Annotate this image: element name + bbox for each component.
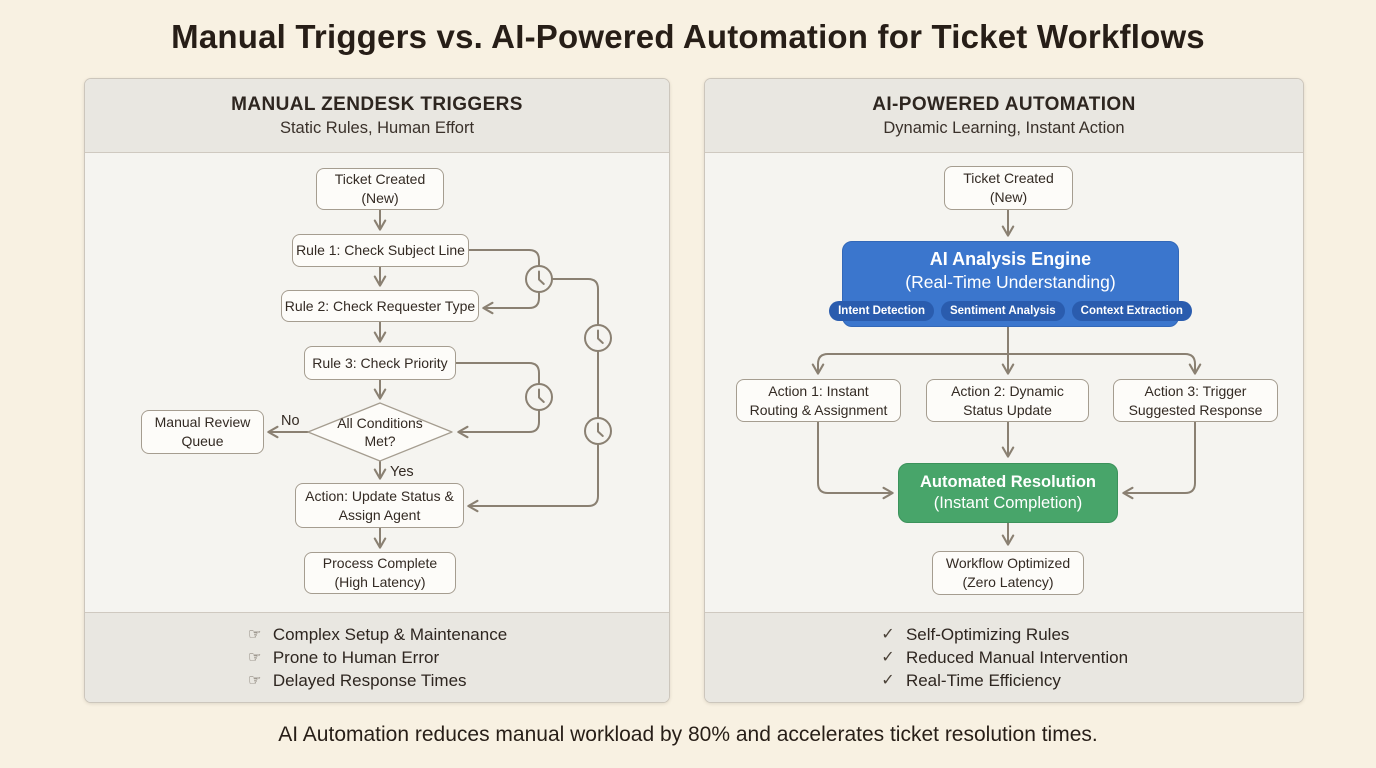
checkmark-icon: ✓ bbox=[881, 626, 895, 643]
manual-flowchart: Ticket Created (New) Rule 1: Check Subje… bbox=[85, 153, 669, 612]
connector-line bbox=[817, 421, 894, 500]
node-text: (Zero Latency) bbox=[962, 574, 1054, 590]
bottom-caption: AI Automation reduces manual workload by… bbox=[278, 723, 1098, 746]
node-automated-resolution: Automated Resolution (Instant Completion… bbox=[898, 463, 1118, 523]
node-action-update: Action: Update Status & Assign Agent bbox=[295, 483, 464, 528]
list-item: ☞ Complex Setup & Maintenance bbox=[247, 623, 507, 646]
manual-panel-subtitle: Static Rules, Human Effort bbox=[279, 118, 475, 137]
clock-icon bbox=[584, 417, 612, 445]
node-rule1: Rule 1: Check Subject Line bbox=[292, 234, 469, 267]
connector-line bbox=[457, 409, 540, 439]
ai-flowchart: Ticket Created (New) AI Analysis Engine … bbox=[705, 153, 1303, 612]
pointing-hand-icon: ☞ bbox=[248, 649, 262, 666]
manual-triggers-panel: MANUAL ZENDESK TRIGGERS Static Rules, Hu… bbox=[84, 78, 670, 703]
list-item-label: Prone to Human Error bbox=[272, 648, 440, 667]
checkmark-icon: ✓ bbox=[881, 649, 895, 666]
node-decision-text: All Conditions Met? bbox=[308, 403, 452, 461]
node-text: Workflow Optimized bbox=[945, 555, 1071, 571]
ai-panel-subtitle: Dynamic Learning, Instant Action bbox=[883, 118, 1125, 137]
list-item-label: Delayed Response Times bbox=[272, 671, 467, 690]
resolution-subtitle: (Instant Completion) bbox=[933, 494, 1083, 512]
list-item: ☞ Prone to Human Error bbox=[247, 646, 507, 669]
node-manual-review-queue: Manual Review Queue bbox=[141, 410, 264, 454]
ai-panel-title: AI-POWERED AUTOMATION bbox=[872, 93, 1136, 115]
manual-flow-connectors bbox=[267, 209, 612, 549]
node-text: Met? bbox=[364, 433, 396, 449]
node-text: Manual Review bbox=[154, 414, 251, 430]
node-process-complete: Process Complete (High Latency) bbox=[304, 552, 456, 594]
clock-icon bbox=[584, 324, 612, 352]
connector-line bbox=[1007, 353, 1202, 375]
checkmark-icon: ✓ bbox=[881, 672, 895, 689]
node-ai-analysis-engine: AI Analysis Engine (Real-Time Understand… bbox=[829, 241, 1192, 327]
node-text: Action 3: Trigger bbox=[1144, 382, 1247, 399]
node-text: Rule 1: Check Subject Line bbox=[296, 242, 465, 258]
connector-line bbox=[455, 362, 540, 384]
list-item-label: Reduced Manual Intervention bbox=[905, 648, 1129, 667]
list-item: ✓ Real-Time Efficiency bbox=[880, 669, 1128, 692]
node-rule2: Rule 2: Check Requester Type bbox=[281, 290, 479, 322]
node-text: Queue bbox=[181, 433, 224, 449]
ai-panel-header: AI-POWERED AUTOMATION Dynamic Learning, … bbox=[705, 79, 1303, 153]
drawbacks-list: ☞ Complex Setup & Maintenance ☞ Prone to… bbox=[247, 623, 507, 692]
capability-pill: Sentiment Analysis bbox=[940, 300, 1065, 321]
ai-panel-footer: ✓ Self-Optimizing Rules ✓ Reduced Manual… bbox=[705, 612, 1303, 702]
node-text: Rule 2: Check Requester Type bbox=[284, 297, 476, 314]
node-action2: Action 2: Dynamic Status Update bbox=[926, 379, 1089, 422]
ai-engine-subtitle: (Real-Time Understanding) bbox=[905, 271, 1116, 292]
connector-line bbox=[468, 249, 540, 266]
node-ticket-created: Ticket Created (New) bbox=[316, 168, 444, 210]
connector-line bbox=[811, 353, 1009, 375]
node-text: Suggested Response bbox=[1128, 401, 1263, 418]
ai-capability-pills: Intent Detection Sentiment Analysis Cont… bbox=[829, 300, 1192, 321]
ai-automation-panel: AI-POWERED AUTOMATION Dynamic Learning, … bbox=[704, 78, 1304, 703]
list-item: ✓ Reduced Manual Intervention bbox=[880, 646, 1128, 669]
list-item: ☞ Delayed Response Times bbox=[247, 669, 507, 692]
node-text: Action 1: Instant bbox=[768, 382, 869, 399]
resolution-title: Automated Resolution bbox=[920, 473, 1096, 491]
node-text: Status Update bbox=[963, 401, 1052, 418]
node-text: Process Complete bbox=[322, 555, 438, 571]
manual-panel-footer: ☞ Complex Setup & Maintenance ☞ Prone to… bbox=[85, 612, 669, 702]
node-rule3: Rule 3: Check Priority bbox=[304, 346, 456, 380]
pointing-hand-icon: ☞ bbox=[248, 626, 262, 643]
no-branch-label: No bbox=[281, 413, 300, 429]
list-item-label: Complex Setup & Maintenance bbox=[272, 625, 508, 644]
node-text: Ticket Created bbox=[334, 171, 426, 187]
node-text: Action: Update Status & bbox=[305, 487, 454, 504]
node-text: (New) bbox=[989, 189, 1028, 205]
ai-engine-title: AI Analysis Engine bbox=[929, 248, 1092, 269]
pointing-hand-icon: ☞ bbox=[248, 672, 262, 689]
manual-panel-header: MANUAL ZENDESK TRIGGERS Static Rules, Hu… bbox=[85, 79, 669, 153]
list-item-label: Self-Optimizing Rules bbox=[905, 625, 1070, 644]
node-text: (High Latency) bbox=[334, 574, 426, 590]
list-item: ✓ Self-Optimizing Rules bbox=[880, 623, 1128, 646]
node-action3: Action 3: Trigger Suggested Response bbox=[1113, 379, 1278, 422]
node-text: All Conditions bbox=[337, 415, 423, 431]
connector-line bbox=[1122, 421, 1196, 500]
node-text: (New) bbox=[361, 190, 399, 206]
list-item-label: Real-Time Efficiency bbox=[905, 671, 1061, 690]
node-text: Assign Agent bbox=[338, 506, 421, 523]
capability-pill: Context Extraction bbox=[1071, 300, 1192, 321]
benefits-list: ✓ Self-Optimizing Rules ✓ Reduced Manual… bbox=[880, 623, 1128, 692]
node-action1: Action 1: Instant Routing & Assignment bbox=[736, 379, 901, 422]
capability-pill: Intent Detection bbox=[829, 300, 934, 321]
node-text: Action 2: Dynamic bbox=[951, 382, 1064, 399]
connector-line bbox=[482, 291, 540, 315]
yes-branch-label: Yes bbox=[390, 464, 414, 480]
manual-panel-title: MANUAL ZENDESK TRIGGERS bbox=[231, 93, 523, 115]
clock-icon bbox=[525, 383, 553, 411]
connector-line bbox=[467, 278, 599, 513]
node-text: Rule 3: Check Priority bbox=[312, 354, 448, 371]
clock-icon bbox=[525, 265, 553, 293]
node-text: Routing & Assignment bbox=[749, 401, 888, 418]
node-workflow-optimized: Workflow Optimized (Zero Latency) bbox=[932, 551, 1084, 595]
node-text: Ticket Created bbox=[963, 170, 1054, 186]
node-ticket-created: Ticket Created (New) bbox=[944, 166, 1073, 210]
page-title: Manual Triggers vs. AI-Powered Automatio… bbox=[171, 18, 1205, 55]
